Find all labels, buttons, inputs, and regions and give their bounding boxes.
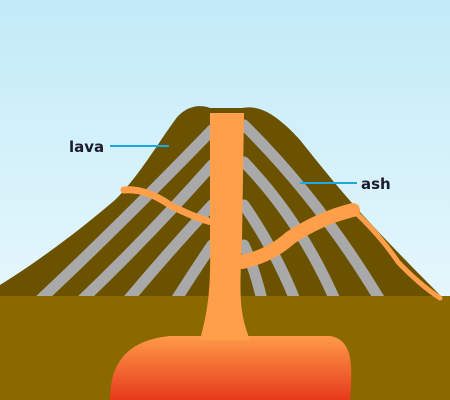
annotations: lava ash — [69, 138, 391, 193]
ash-layer — [122, 199, 218, 300]
main-vent — [200, 113, 250, 340]
ash-label: ash — [361, 175, 391, 193]
left-side-vent — [120, 186, 216, 226]
ash-layers — [34, 119, 386, 300]
lava-flow — [350, 207, 443, 301]
ash-layer — [34, 124, 218, 300]
ash-layer — [76, 159, 218, 300]
lava-system — [120, 113, 443, 340]
lava-label: lava — [69, 138, 104, 156]
ash-layer — [170, 239, 218, 300]
ash-layer — [238, 156, 341, 300]
ash-layer — [238, 239, 268, 300]
magma-chamber — [110, 336, 352, 400]
right-side-vent — [235, 203, 360, 269]
ash-layer — [238, 119, 386, 300]
